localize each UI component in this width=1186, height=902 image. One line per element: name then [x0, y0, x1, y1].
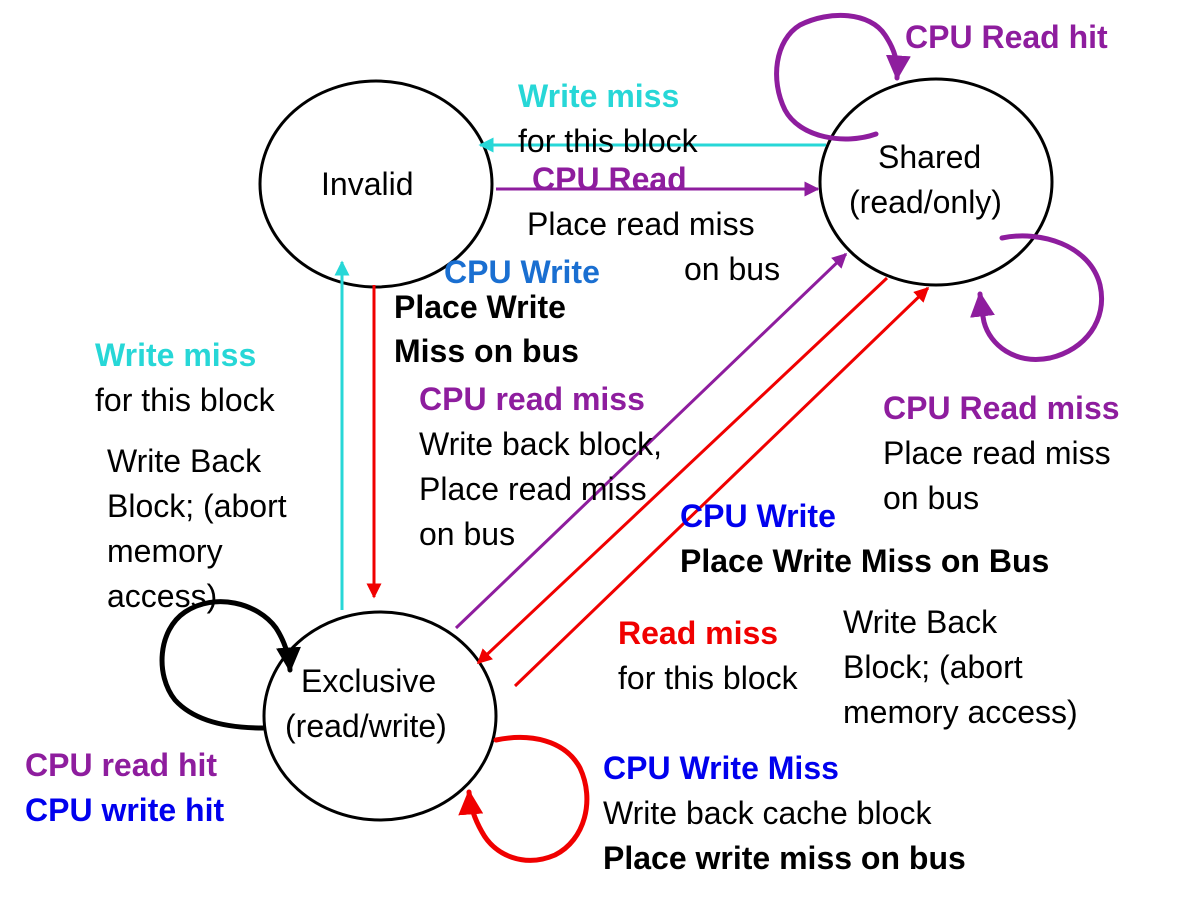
cpu-write-mid-action: Place Write Miss on Bus [680, 543, 1050, 579]
write-back-right-line1: Write Back [843, 604, 998, 640]
cpu-read-miss-sh-action-line1: Place read miss [883, 435, 1111, 471]
cpu-write-top-event: CPU Write [444, 254, 600, 290]
state-shared-label-line1: Shared [878, 139, 982, 175]
shared-read-hit-label: CPU Read hit [905, 19, 1108, 55]
write-miss-left-event: Write miss [95, 337, 257, 373]
read-miss-event: Read miss [618, 615, 779, 651]
loop-shared-read-miss [970, 233, 1104, 362]
state-shared-label-line2: (read/only) [849, 184, 1002, 220]
write-back-left-line3: memory [107, 533, 223, 569]
cpu-read-action-line1: Place read miss [527, 206, 755, 242]
write-back-left-line4: access) [107, 578, 218, 614]
cpu-write-top-action-line1: Place Write [394, 289, 566, 325]
cpu-write-top-action-line2: Miss on bus [394, 333, 579, 369]
exclusive-read-hit-label: CPU read hit [25, 747, 218, 783]
state-exclusive-circle [262, 610, 498, 822]
cpu-read-miss-sh-action-line2: on bus [883, 480, 980, 516]
write-miss-ex-action-line1: Write back cache block [603, 795, 932, 831]
exclusive-write-hit-label: CPU write hit [25, 792, 225, 828]
cpu-read-miss-ex-action-line3: on bus [419, 516, 516, 552]
cpu-read-miss-ex-action-line2: Place read miss [419, 471, 647, 507]
loop-exclusive-read-write-hit [159, 599, 301, 731]
write-miss-ex-action-line2: Place write miss on bus [603, 840, 966, 876]
arrow-exclusive-to-shared-cpu-read-miss [454, 252, 848, 630]
write-back-left-line1: Write Back [107, 443, 262, 479]
state-invalid-label: Invalid [321, 166, 414, 202]
write-back-right-line2: Block; (abort [843, 649, 1023, 685]
loop-exclusive-write-miss [458, 735, 590, 863]
cpu-write-mid-event: CPU Write [680, 498, 836, 534]
cpu-read-action-line2: on bus [684, 251, 781, 287]
read-miss-condition: for this block [618, 660, 798, 696]
write-back-right-line3: memory access) [843, 694, 1078, 730]
state-exclusive-label-line1: Exclusive [301, 663, 437, 699]
cpu-read-event: CPU Read [532, 161, 687, 197]
cpu-read-miss-ex-event: CPU read miss [419, 381, 645, 417]
write-miss-top-condition: for this block [518, 123, 698, 159]
write-miss-top-event: Write miss [518, 78, 680, 114]
arrow-exclusive-to-shared-read-miss [513, 286, 930, 688]
state-shared-circle [818, 77, 1054, 287]
loop-shared-read-hit [774, 12, 911, 142]
write-miss-left-condition: for this block [95, 382, 275, 418]
arrow-shared-to-exclusive-cpu-write [476, 276, 889, 665]
state-exclusive-label-line2: (read/write) [285, 708, 447, 744]
cpu-read-miss-sh-event: CPU Read miss [883, 390, 1120, 426]
write-miss-ex-event: CPU Write Miss [603, 750, 839, 786]
write-back-left-line2: Block; (abort [107, 488, 287, 524]
cpu-read-miss-ex-action-line1: Write back block, [419, 426, 663, 462]
state-invalid-circle [258, 79, 494, 289]
